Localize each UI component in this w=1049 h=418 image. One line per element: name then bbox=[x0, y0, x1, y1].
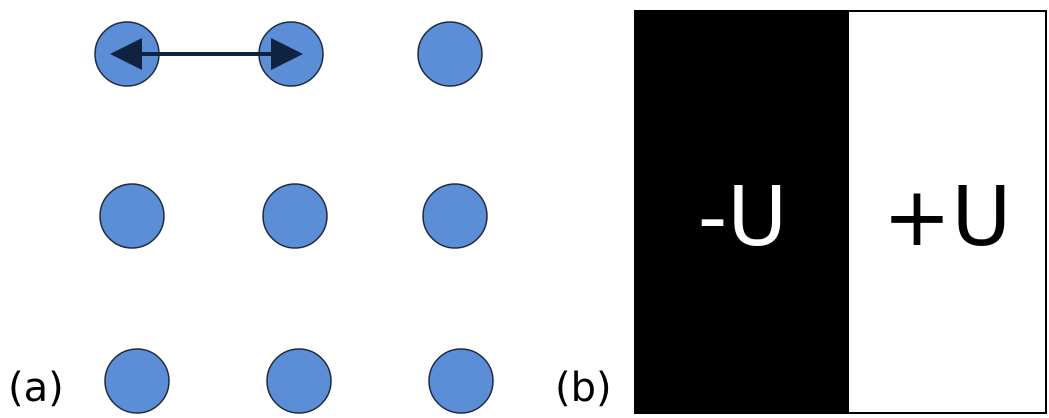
lattice-site-2-1 bbox=[266, 348, 332, 414]
potential-panel: -U +U bbox=[634, 10, 1047, 414]
positive-potential-region: +U bbox=[849, 12, 1045, 412]
lattice-site-1-2 bbox=[422, 183, 488, 249]
lattice-site-1-1 bbox=[262, 183, 328, 249]
negative-potential-label: -U bbox=[697, 170, 788, 265]
panel-label-b: (b) bbox=[555, 365, 612, 411]
panel-label-a: (a) bbox=[8, 365, 64, 411]
lattice-site-0-2 bbox=[417, 21, 483, 87]
positive-potential-label: +U bbox=[882, 170, 1012, 265]
lattice-site-2-2 bbox=[428, 348, 494, 414]
negative-potential-region: -U bbox=[636, 12, 849, 412]
lattice-site-2-0 bbox=[104, 348, 170, 414]
lattice-sites bbox=[94, 21, 494, 414]
lattice-panel bbox=[94, 21, 494, 414]
lattice-site-1-0 bbox=[99, 183, 165, 249]
